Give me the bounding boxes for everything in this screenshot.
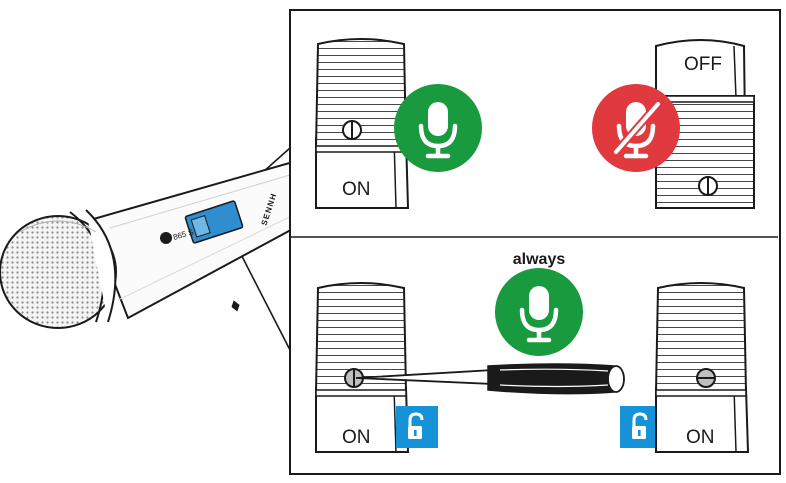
mic-on-icon <box>495 268 583 356</box>
switch-on-top: ON <box>315 38 410 209</box>
svg-text:e: e <box>164 237 168 243</box>
screwdriver-icon <box>355 363 625 395</box>
switch-label: ON <box>342 179 371 200</box>
switch-on-bottom-right: ON <box>655 282 750 453</box>
top-panel: ON OFF <box>315 38 755 209</box>
unlock-icon <box>396 406 438 448</box>
switch-label: ON <box>342 427 371 448</box>
switch-on-bottom-left: ON <box>315 282 410 453</box>
switch-label: ON <box>686 427 715 448</box>
microphone-illustration: e 865 S SENNH <box>0 147 301 351</box>
microphone-grille <box>0 209 117 329</box>
mic-muted-icon <box>592 84 680 172</box>
mic-on-icon <box>394 84 482 172</box>
bottom-panel: always ON <box>315 251 750 453</box>
always-caption: always <box>513 251 566 268</box>
handle-switch-window <box>184 200 244 244</box>
switch-label: OFF <box>684 54 722 75</box>
